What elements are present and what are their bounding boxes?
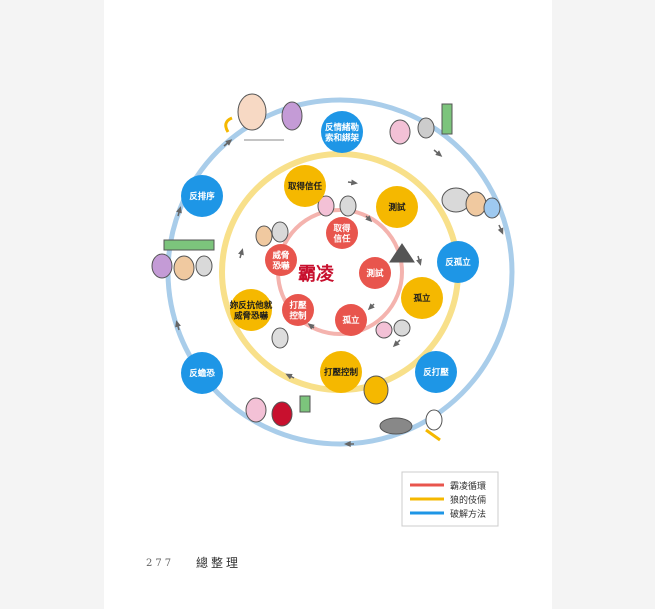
outer-ring-arrows [175,139,504,447]
legend-label-solutions: 破解方法 [450,508,486,520]
node-label-outer-counter-suppress: 反打壓 [423,367,449,378]
node-label-outer-counter-coax: 反情緒勒 [325,122,360,133]
node-outer-counter-order: 反排序 [181,175,223,217]
cartoon-top-left [224,93,303,141]
node-label-inner-test: 測試 [366,268,384,279]
node-circle-mid-gain-trust [284,165,326,207]
node-label-inner-suppress: 控制 [289,310,307,321]
node-label-inner-threat: 恐嚇 [272,260,290,271]
node-circle-inner-test [359,257,391,289]
node-mid-test: 測試 [376,186,418,228]
node-mid-isolate: 孤立 [401,277,443,319]
node-circle-mid-suppress [320,351,362,393]
node-label-inner-isolate: 孤立 [342,315,360,326]
cartoon-inner-left [255,221,289,247]
cartoon-inner-top [317,195,357,217]
node-inner-threat: 威脅恐嚇 [265,244,297,276]
node-label-outer-counter-isolate: 反孤立 [445,257,471,268]
section-title: 總整理 [196,555,241,570]
cartoon-top-right [389,103,453,145]
node-label-mid-suppress: 打壓控制 [324,367,359,378]
node-circle-outer-counter-fear [181,352,223,394]
node-label-outer-counter-fear: 反蟾恐 [189,368,215,379]
node-circle-inner-threat [265,244,297,276]
node-inner-gain-trust: 取得信任 [326,217,358,249]
center-title: 霸凌 [298,263,335,285]
node-label-mid-threat: 威脅恐嚇 [233,310,269,321]
cartoon-illustrations [151,93,501,442]
legend-label-wolf-tricks: 狼的伎倆 [450,494,486,506]
node-circle-mid-isolate [401,277,443,319]
node-label-mid-threat: 妳反抗他就 [230,300,273,311]
cartoon-inner-bottom [375,319,411,339]
node-circle-mid-threat [230,289,272,331]
node-circle-inner-suppress [282,294,314,326]
node-inner-suppress: 打壓控制 [282,294,314,326]
node-label-inner-suppress: 打壓 [289,300,307,311]
cartoon-bottom-right [363,375,443,442]
node-mid-suppress: 打壓控制 [320,351,362,393]
legend: 霸凌循環 狼的伎倆 破解方法 [401,471,499,527]
cartoon-mid-left-bottom [271,327,289,349]
cartoon-bottom-left [245,395,311,427]
node-circle-outer-counter-order [181,175,223,217]
node-label-inner-gain-trust: 信任 [333,233,351,244]
cartoon-right [441,187,501,219]
node-outer-counter-suppress: 反打壓 [415,351,457,393]
node-label-outer-counter-coax: 索和綁架 [325,132,360,143]
page: 霸凌 反情緒勒索和綁架反孤立反打壓反蟾恐反排序 取得信任測試孤立打壓控制妳反抗他… [104,0,552,609]
node-label-mid-isolate: 孤立 [413,293,431,304]
node-circle-mid-test [376,186,418,228]
node-outer-counter-isolate: 反孤立 [437,241,479,283]
node-circle-inner-gain-trust [326,217,358,249]
node-circle-outer-counter-suppress [415,351,457,393]
node-label-mid-test: 測試 [388,202,406,213]
node-mid-gain-trust: 取得信任 [284,165,326,207]
node-circle-inner-isolate [335,304,367,336]
page-number: 277 [146,558,174,569]
node-inner-isolate: 孤立 [335,304,367,336]
legend-label-bullying-cycle: 霸凌循環 [450,480,486,492]
node-label-inner-threat: 威脅 [271,250,290,261]
node-label-mid-gain-trust: 取得信任 [288,181,323,192]
node-label-outer-counter-order: 反排序 [189,191,215,202]
node-inner-test: 測試 [359,257,391,289]
cartoon-left [151,239,215,281]
node-circle-outer-counter-isolate [437,241,479,283]
node-outer-counter-fear: 反蟾恐 [181,352,223,394]
cartoon-inner-right [389,243,415,263]
node-circle-outer-counter-coax [321,111,363,153]
middle-ring-arrows [238,179,422,380]
node-label-inner-gain-trust: 取得 [333,223,351,234]
